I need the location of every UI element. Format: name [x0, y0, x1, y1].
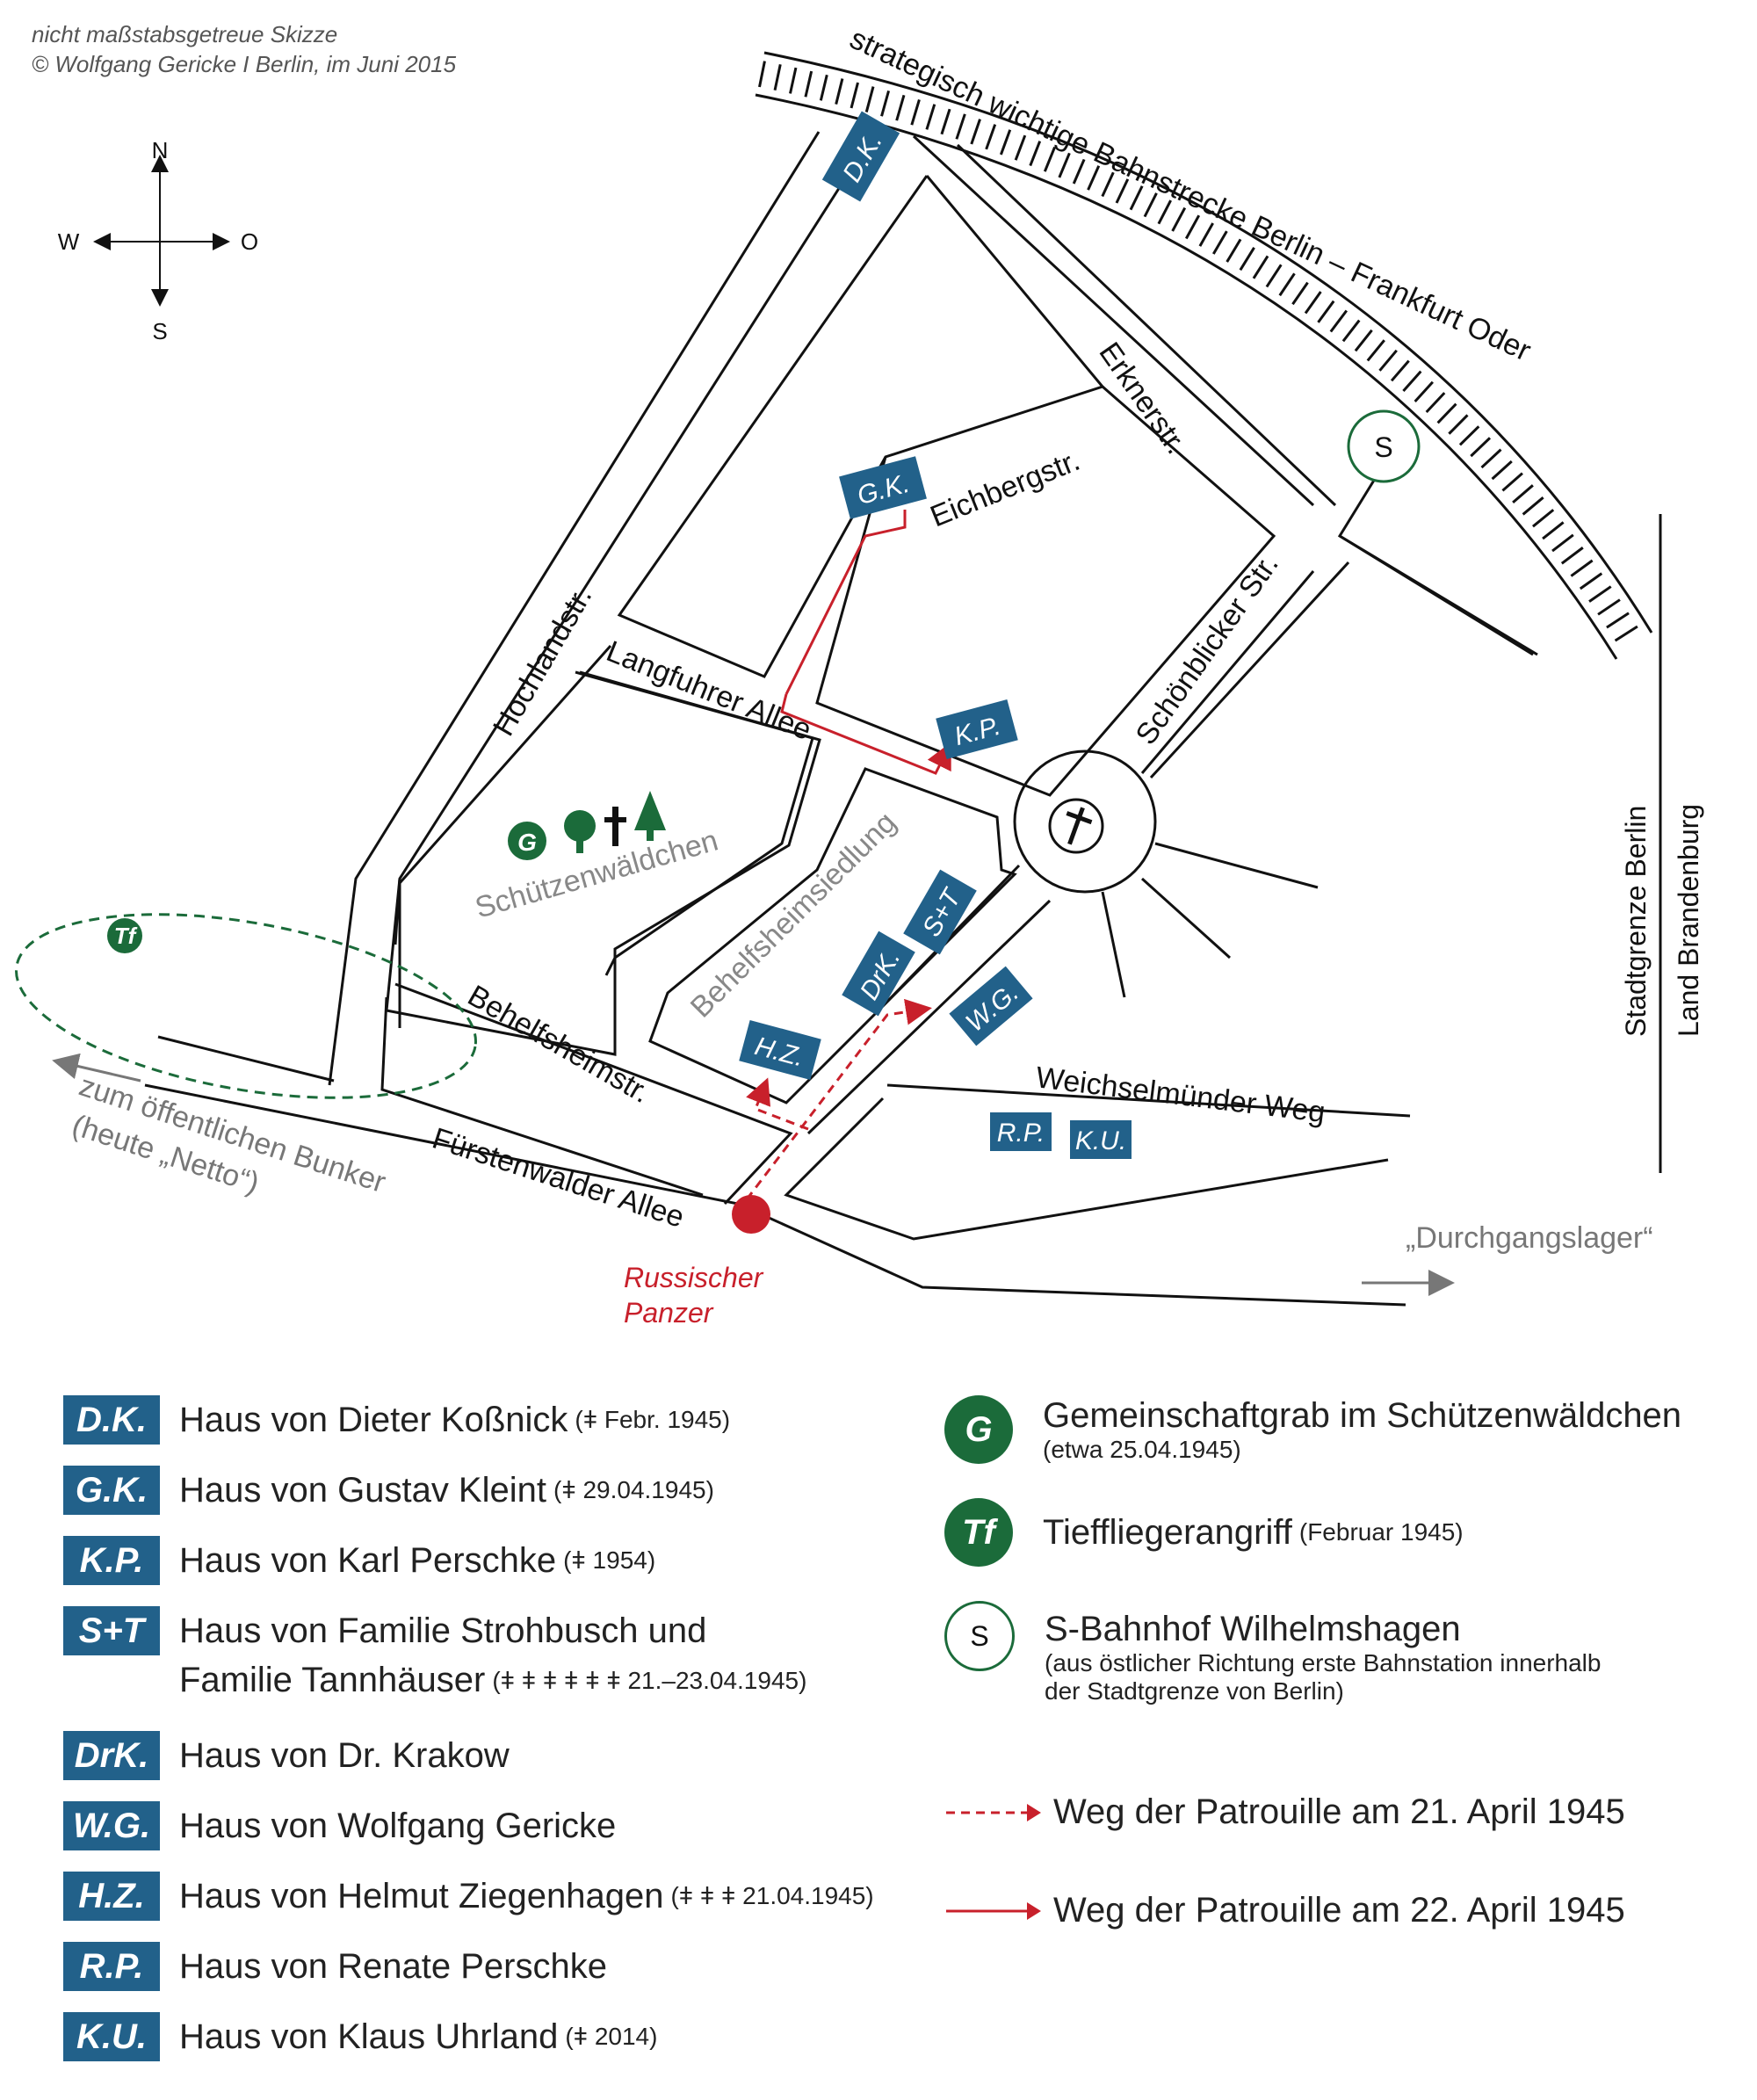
compass-s: S: [152, 318, 167, 344]
svg-text:K.U.: K.U.: [1075, 1126, 1126, 1155]
label-behelfsheimstr: Behelfsheimstr.: [462, 979, 655, 1110]
tf-attack-area: [15, 913, 477, 1099]
badge-st: S+T: [903, 869, 977, 955]
tf-marker: [107, 918, 142, 953]
cross-icon: [604, 807, 626, 846]
tank-marker: [732, 1195, 770, 1234]
label-schoenblicker: Schönblicker Str.: [1129, 548, 1284, 751]
label-border-brandenburg: Land Brandenburg: [1673, 804, 1704, 1037]
route-22-april: [785, 510, 907, 695]
label-weichselmuender: Weichselmünder Weg: [1034, 1061, 1327, 1129]
compass-n: N: [152, 137, 169, 163]
tf-marker-label: Tf: [114, 923, 138, 949]
svg-text:R.P.: R.P.: [997, 1119, 1045, 1148]
badge-dk: D.K.: [821, 111, 900, 202]
streets: [144, 131, 1662, 1307]
route-21-april: [745, 998, 932, 1200]
label-panzer-2: Panzer: [624, 1297, 714, 1329]
copyright-note: © Wolfgang Gericke I Berlin, im Juni 201…: [32, 51, 457, 77]
bunker-arrow: [52, 1053, 141, 1083]
label-border-berlin: Stadtgrenze Berlin: [1620, 806, 1652, 1037]
compass-rose: [93, 155, 230, 307]
label-panzer-1: Russischer: [624, 1262, 764, 1293]
label-durchgangslager: „Durchgangslager“: [1406, 1221, 1653, 1255]
badge-ku: K.U.: [1070, 1120, 1132, 1159]
grave-marker-label: G: [517, 829, 537, 856]
compass-w: W: [58, 228, 80, 255]
conifer-icon: [634, 791, 666, 841]
badge-wg: W.G.: [949, 966, 1033, 1046]
tree-icon: [564, 810, 596, 853]
sketch-note: nicht maßstabsgetreue Skizze: [32, 21, 338, 47]
station-marker-label: S: [1374, 431, 1392, 463]
badge-hz: H.Z.: [739, 1019, 821, 1081]
station-marker: [1347, 409, 1421, 483]
compass-o: O: [241, 228, 258, 255]
railway-label: strategisch wichtige Bahnstrecke Berlin …: [845, 22, 1536, 368]
label-langfuhrer: Langfuhrer Allee: [602, 634, 816, 747]
badge-gk: G.K.: [839, 456, 927, 519]
badge-drk: DrK.: [842, 931, 915, 1017]
badge-kp: K.P.: [936, 699, 1018, 760]
label-hochlandstr: Hochlandstr.: [487, 581, 598, 742]
label-eichbergstr: Eichbergstr.: [926, 444, 1085, 533]
grave-marker: [508, 822, 546, 860]
badge-rp: R.P.: [990, 1112, 1052, 1151]
railway-track: [755, 51, 1653, 660]
route-21-april-branch: [746, 1077, 809, 1131]
route-22-april-2: [780, 693, 951, 775]
church-cross-icon: [1048, 798, 1104, 854]
